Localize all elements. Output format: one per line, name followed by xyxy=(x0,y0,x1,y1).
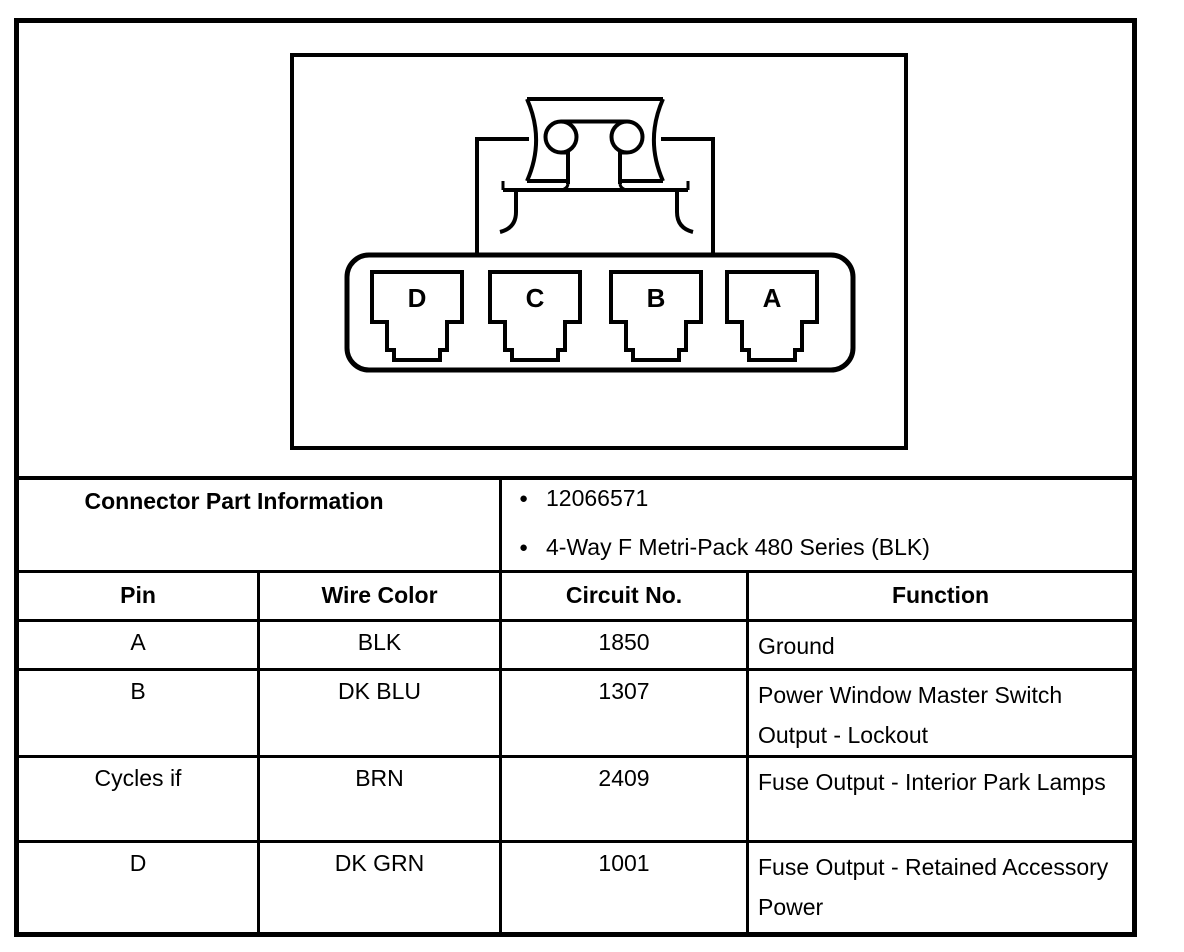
part-series: 4-Way F Metri-Pack 480 Series (BLK) xyxy=(546,534,930,560)
table-cell-wire-color: BRN xyxy=(260,758,502,843)
part-info-title: Connector Part Information xyxy=(19,480,502,573)
header-circuit-no: Circuit No. xyxy=(502,573,749,622)
table-cell-function: Power Window Master Switch Output - Lock… xyxy=(749,671,1132,758)
part-number: 12066571 xyxy=(546,485,649,511)
part-info-details: ● 12066571 ● 4-Way F Metri-Pack 480 Seri… xyxy=(502,480,1132,573)
table-cell-circuit-no: 1001 xyxy=(502,843,749,932)
header-wire-color: Wire Color xyxy=(260,573,502,622)
header-pin: Pin xyxy=(19,573,260,622)
table-cell-circuit-no: 1850 xyxy=(502,622,749,671)
bullet-icon: ● xyxy=(519,490,529,507)
table-cell-pin: B xyxy=(19,671,260,758)
table-cell-function: Fuse Output - Retained Accessory Power xyxy=(758,854,1109,920)
header-function: Function xyxy=(749,573,1132,622)
table-cell-circuit-no: 1307 xyxy=(502,671,749,758)
table-cell-pin: Cycles if xyxy=(19,758,260,843)
table-cell-wire-color: DK GRN xyxy=(260,843,502,932)
part-series-line: ● 4-Way F Metri-Pack 480 Series (BLK) xyxy=(519,533,1132,570)
table-cell-pin: D xyxy=(19,843,260,932)
part-number-line: ● 12066571 xyxy=(519,484,1132,533)
table-cell-function: Ground xyxy=(749,622,1132,671)
bullet-icon: ● xyxy=(519,539,529,556)
table-cell-wire-color: DK BLU xyxy=(260,671,502,758)
table-cell-wire-color: BLK xyxy=(260,622,502,671)
table-cell-circuit-no: 2409 xyxy=(502,758,749,843)
table-cell-function: Fuse Output - Interior Park Lamps xyxy=(749,758,1132,843)
connector-pinout-table: Connector Part Information ● 12066571 ● … xyxy=(14,476,1137,937)
table-cell-pin: A xyxy=(19,622,260,671)
